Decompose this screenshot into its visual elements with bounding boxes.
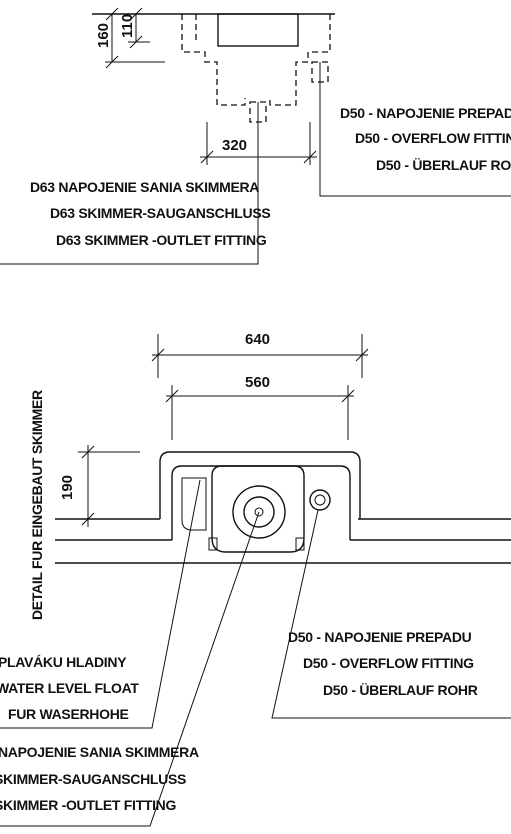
side-title: DETAIL FUR EINGEBAUT SKIMMER <box>29 390 45 620</box>
outlet-label-2: SKIMMER-SAUGANSCHLUSS <box>0 771 186 787</box>
dim-560: 560 <box>245 374 270 391</box>
dim-110: 110 <box>119 14 136 38</box>
bottom-overflow-label-1: D50 - NAPOJENIE PREPADU <box>288 629 472 645</box>
outlet-leader <box>0 511 260 827</box>
bottom-detail: DETAIL FUR EINGEBAUT SKIMMER 640 560 190 <box>0 331 511 827</box>
bottom-overflow-label-2: D50 - OVERFLOW FITTING <box>303 655 474 671</box>
top-detail: 160 110 320 D50 - NAPOJENIE PREPADU D50 … <box>0 7 511 265</box>
dim-160: 160 <box>95 23 112 48</box>
skimmer-housing-outer <box>159 451 361 519</box>
outlet-ring-inner <box>243 496 275 528</box>
top-skimmer-label-1: D63 NAPOJENIE SANIA SKIMMERA <box>30 179 259 195</box>
bottom-overflow-leader <box>271 509 511 719</box>
float-label-2: WATER LEVEL FLOAT <box>0 680 139 696</box>
float-leader <box>0 479 201 729</box>
skimmer-basket <box>211 465 305 553</box>
skimmer-mouth <box>217 13 299 47</box>
top-skimmer-label-2: D63 SKIMMER-SAUGANSCHLUSS <box>50 205 270 221</box>
skimmer-housing-inner <box>171 465 351 540</box>
top-overflow-label-2: D50 - OVERFLOW FITTING <box>355 130 511 146</box>
overflow-ring-outer <box>309 489 331 511</box>
top-skimmer-label-3: D63 SKIMMER -OUTLET FITTING <box>56 232 267 248</box>
float-label-3: FUR WASERHOHE <box>8 706 129 722</box>
skimmer-leader <box>0 130 259 265</box>
bottom-overflow-label-3: D50 - ÜBERLAUF ROHR <box>323 682 478 698</box>
dim-640: 640 <box>245 331 270 348</box>
overflow-leader <box>319 88 511 197</box>
top-overflow-label-1: D50 - NAPOJENIE PREPADU <box>340 105 511 121</box>
float-label-1: PLAVÁKU HLADINY <box>0 654 127 670</box>
outlet-center <box>254 507 264 517</box>
float-chamber <box>181 477 207 531</box>
dim-320: 320 <box>222 137 247 154</box>
dim-190: 190 <box>59 475 76 500</box>
top-overflow-label-3: D50 - ÜBERLAUF ROHR <box>376 157 511 173</box>
overflow-ring-inner <box>314 494 326 506</box>
outlet-ring-outer <box>232 485 286 539</box>
skimmer-body-hidden-left <box>181 14 246 106</box>
outlet-label-1: NAPOJENIE SANIA SKIMMERA <box>0 744 199 760</box>
outlet-label-3: SKIMMER -OUTLET FITTING <box>0 797 176 813</box>
skimmer-body-hidden-right <box>269 14 331 106</box>
